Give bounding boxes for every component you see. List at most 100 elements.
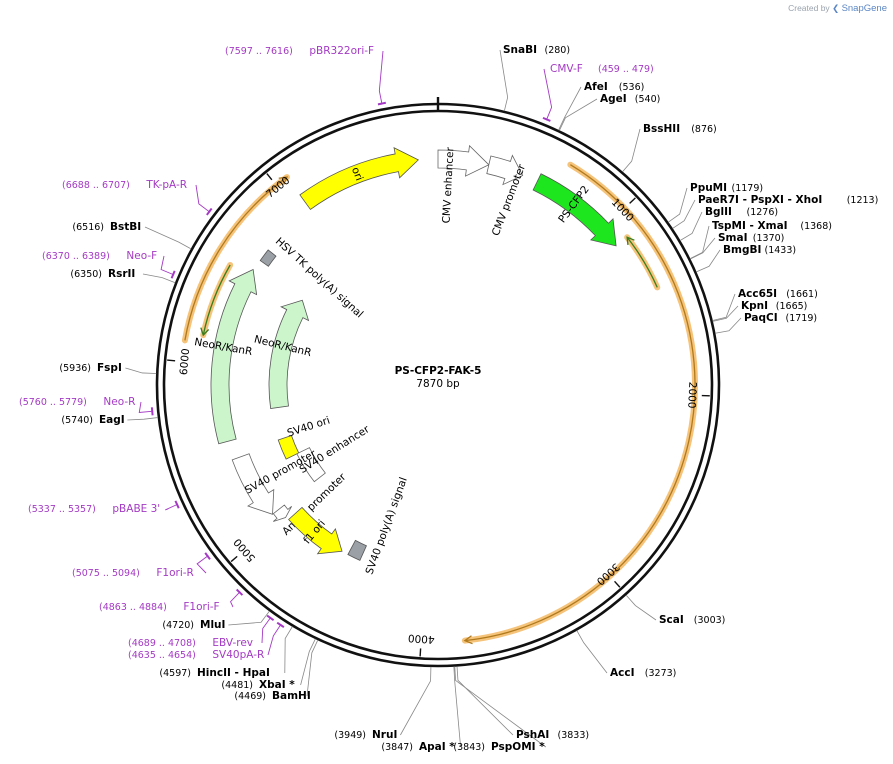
enzyme-position: (1665) xyxy=(776,301,808,312)
credit-brand: SnapGene xyxy=(841,3,887,14)
feature-cmv-promoter xyxy=(486,154,524,186)
enzyme-site-scai[interactable]: ScaI(3003) xyxy=(659,614,725,626)
leader-acci xyxy=(576,630,608,674)
enzyme-position: (1661) xyxy=(786,289,818,300)
enzyme-position: (4597) xyxy=(159,668,191,679)
primer-site-f1ori-r[interactable]: (5075 .. 5094)F1ori-R xyxy=(72,567,194,579)
enzyme-position: (1433) xyxy=(765,245,797,256)
leader-mlui xyxy=(228,610,270,626)
ring-tick-label-6000: 6000 xyxy=(178,348,192,376)
leader-bstbi xyxy=(144,226,192,250)
leader-bamhi xyxy=(306,639,319,697)
enzyme-site-tspmi-xmai[interactable]: TspMI - XmaI (1368) xyxy=(712,220,832,232)
primer-range: (459 .. 479) xyxy=(598,64,654,75)
orf-arrowhead-2 xyxy=(626,236,635,246)
primer-mark-pbr322ori-f xyxy=(377,101,387,106)
ring-tick-5000 xyxy=(230,555,238,563)
enzyme-site-acc65i[interactable]: Acc65I(1661) xyxy=(738,288,818,300)
enzyme-position: (3273) xyxy=(645,668,677,679)
enzyme-position: (1179) xyxy=(732,183,764,194)
enzyme-site-mlui[interactable]: (4720)MluI xyxy=(162,619,225,631)
enzyme-position: (5740) xyxy=(61,415,93,426)
enzyme-site-bglii[interactable]: BglII(1276) xyxy=(705,206,778,218)
enzyme-site-bsshii[interactable]: BssHII(876) xyxy=(643,123,717,135)
enzyme-position: (4481) xyxy=(221,680,253,691)
leader-snabi xyxy=(499,49,509,112)
leader-xbai xyxy=(300,638,316,686)
orf-line-2 xyxy=(626,236,658,288)
primer-site-tk-pa-r[interactable]: (6688 .. 6707)TK-pA-R xyxy=(62,179,187,191)
feature-cmv-enhancer xyxy=(437,144,490,177)
primer-leader-cmv-f xyxy=(543,68,553,121)
enzyme-position: (6350) xyxy=(70,269,102,280)
ring-tick-label-2000: 2000 xyxy=(685,382,698,409)
enzyme-site-smai[interactable]: SmaI(1370) xyxy=(718,232,784,244)
enzyme-position: (1213) xyxy=(847,195,879,206)
primer-site-neo-r[interactable]: (5760 .. 5779)Neo-R xyxy=(19,396,135,408)
leader-bmgbi xyxy=(696,249,721,273)
leader-smai xyxy=(690,237,716,260)
plasmid-name: PS-CFP2-FAK-5 xyxy=(395,365,482,377)
primer-range: (6370 .. 6389) xyxy=(42,251,110,262)
enzyme-name: TspMI - XmaI xyxy=(712,220,788,232)
primer-mark-f1ori-f xyxy=(235,588,244,596)
primer-mark-ebv-rev xyxy=(266,614,275,622)
primer-site-neo-f[interactable]: (6370 .. 6389)Neo-F xyxy=(42,250,157,262)
feature-label-ori: ori xyxy=(349,165,365,182)
primer-leader-neo-r xyxy=(138,401,154,414)
enzyme-site-afei[interactable]: AfeI(536) xyxy=(584,81,644,93)
enzyme-site-bamhi[interactable]: (4469)BamHI xyxy=(234,690,310,702)
credit-prefix: Created by xyxy=(788,3,830,13)
enzyme-site-paer7i-pspxi-xhoi[interactable]: PaeR7I - PspXI - XhoI(1213) xyxy=(698,194,878,206)
enzyme-site-bmgbi[interactable]: BmgBI(1433) xyxy=(723,244,796,256)
enzyme-site-paqci[interactable]: PaqCI(1719) xyxy=(744,312,817,324)
primer-site-pbr322ori-f[interactable]: (7597 .. 7616)pBR322ori-F xyxy=(225,45,374,57)
enzyme-position: (4720) xyxy=(162,620,194,631)
leader-agei xyxy=(559,98,598,131)
enzyme-site-pshai[interactable]: PshAI(3833) xyxy=(516,729,589,741)
enzyme-name: ApaI * xyxy=(419,741,455,753)
plasmid-length: 7870 bp xyxy=(416,378,460,390)
enzyme-name: AccI xyxy=(610,667,634,679)
feature-sv40-enhancer xyxy=(296,447,326,483)
enzyme-site-bstbi[interactable]: (6516)BstBI xyxy=(72,221,141,233)
enzyme-site-fspi[interactable]: (5936)FspI xyxy=(59,362,121,374)
enzyme-site-agei[interactable]: AgeI(540) xyxy=(600,93,660,105)
ring-tick-label-5000: 5000 xyxy=(232,536,258,564)
primer-leader-f1ori-r xyxy=(196,555,209,574)
enzyme-site-xbai[interactable]: (4481)XbaI * xyxy=(221,679,295,691)
enzyme-site-ppumi[interactable]: PpuMI(1179) xyxy=(690,182,763,194)
ring-tick-4000 xyxy=(419,648,422,657)
enzyme-site-hincii-hpai[interactable]: (4597)HincII - HpaI xyxy=(159,667,269,679)
enzyme-site-pspomi[interactable]: (3843)PspOMI * xyxy=(453,741,545,753)
enzyme-site-acci[interactable]: AccI (3273) xyxy=(610,667,676,679)
enzyme-position: (1368) xyxy=(800,221,832,232)
enzyme-position: (3847) xyxy=(381,742,413,753)
primer-site-cmv-f[interactable]: CMV-F(459 .. 479) xyxy=(550,63,654,75)
enzyme-site-eagi[interactable]: (5740)EagI xyxy=(61,414,124,426)
enzyme-position: (4469) xyxy=(234,691,266,702)
primer-site-ebv-rev[interactable]: (4689 .. 4708)EBV-rev xyxy=(128,637,253,649)
primer-site-f1ori-f[interactable]: (4863 .. 4884)F1ori-F xyxy=(99,601,220,613)
leader-acc65i xyxy=(712,293,736,321)
primer-site-sv40pa-r[interactable]: (4635 .. 4654)SV40pA-R xyxy=(128,649,264,661)
primer-site-pbabe-3[interactable]: (5337 .. 5357)pBABE 3' xyxy=(28,503,160,515)
enzyme-site-apai[interactable]: (3847) ApaI * xyxy=(381,741,455,753)
primer-name: EBV-rev xyxy=(212,637,253,649)
primer-range: (5760 .. 5779) xyxy=(19,397,87,408)
enzyme-position: (5936) xyxy=(59,363,91,374)
enzyme-name: NruI xyxy=(372,729,397,741)
primer-range: (7597 .. 7616) xyxy=(225,46,293,57)
enzyme-site-rsrii[interactable]: (6350)RsrII xyxy=(70,268,135,280)
enzyme-position: (280) xyxy=(545,45,571,56)
primer-name: F1ori-F xyxy=(183,601,219,613)
enzyme-site-nrui[interactable]: (3949)NruI xyxy=(334,729,397,741)
primer-leader-pbabe-3 xyxy=(165,503,179,511)
primer-mark-neo-r xyxy=(150,407,154,416)
enzyme-site-kpni[interactable]: KpnI(1665) xyxy=(741,300,807,312)
feature-sv40-poly-a-signal xyxy=(347,539,367,561)
leader-paer7i-pspxi-xhoi xyxy=(672,199,696,229)
enzyme-site-snabi[interactable]: SnaBI(280) xyxy=(503,44,570,56)
orf-line-1 xyxy=(184,176,288,341)
orf-arrowhead-1 xyxy=(278,176,289,185)
